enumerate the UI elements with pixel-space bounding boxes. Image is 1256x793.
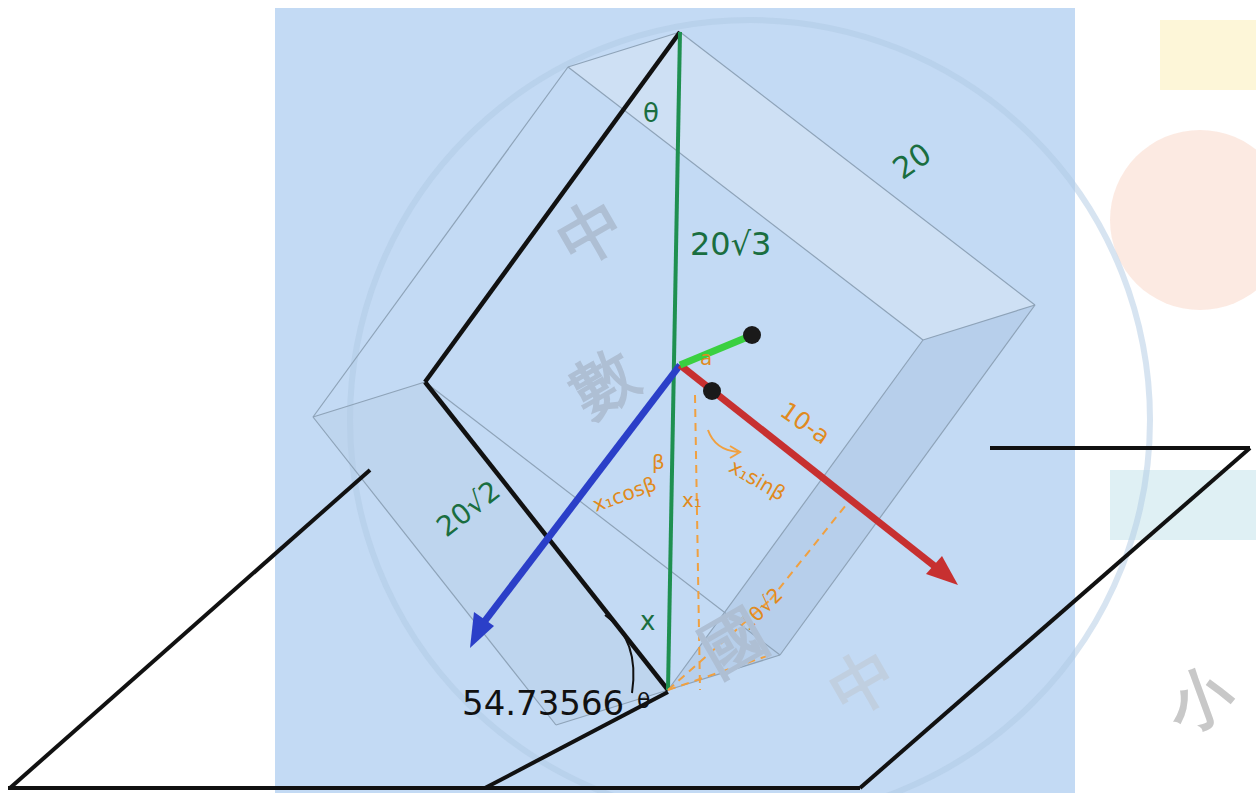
blue-axis bbox=[478, 365, 680, 630]
cube-face bbox=[568, 32, 1035, 340]
variable-label: a bbox=[700, 348, 712, 368]
variable-label: x bbox=[640, 608, 655, 634]
red-axis bbox=[680, 365, 942, 572]
logo-watermark bbox=[1110, 130, 1256, 310]
floor-plane bbox=[8, 448, 1250, 788]
cube-face bbox=[313, 382, 668, 725]
variable-label: x₁ bbox=[682, 490, 702, 510]
logo-watermark bbox=[1160, 20, 1256, 90]
angle-label: β bbox=[652, 452, 665, 472]
blue-arrowhead bbox=[470, 612, 494, 648]
blue-panel bbox=[275, 8, 1075, 793]
seal-watermark bbox=[350, 20, 1150, 793]
red-arrowhead bbox=[926, 556, 958, 585]
edge-line bbox=[425, 32, 680, 690]
green-axis bbox=[680, 336, 750, 365]
dimension-label: 20√3 bbox=[690, 228, 771, 260]
body-diagonal bbox=[668, 32, 680, 690]
cube-face bbox=[668, 305, 1035, 690]
angle-label: θ bbox=[643, 100, 659, 126]
point-dot bbox=[703, 382, 721, 400]
construction-line bbox=[668, 395, 850, 690]
angle-value: 54.73566 bbox=[462, 686, 624, 720]
angle-label: θ bbox=[637, 690, 650, 712]
angle-arc bbox=[605, 615, 633, 693]
cube-edges bbox=[313, 32, 1035, 725]
axis-ball bbox=[743, 326, 761, 344]
